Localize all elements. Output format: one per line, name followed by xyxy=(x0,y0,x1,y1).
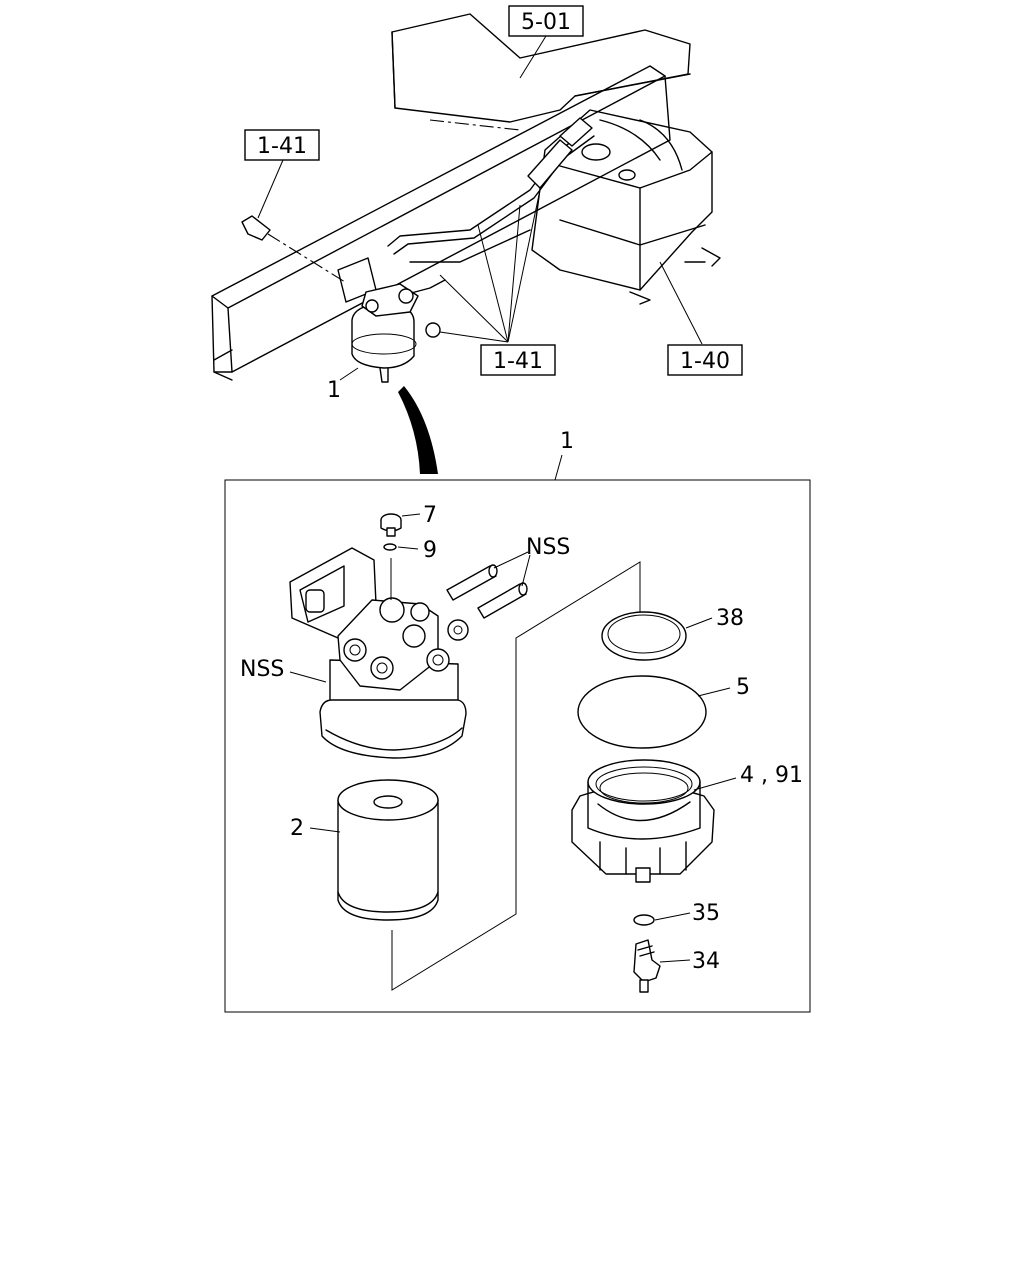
water-sensor xyxy=(633,939,661,993)
filter-head xyxy=(289,547,469,759)
o-ring xyxy=(633,914,655,926)
leader-nipple-a xyxy=(493,551,529,569)
ref-box-frame: 5-01 xyxy=(508,5,584,37)
ref-frame-label: 5-01 xyxy=(521,10,571,35)
leader-washer-9 xyxy=(397,546,419,550)
leaders-pipes xyxy=(439,189,541,343)
zoom-arrow xyxy=(398,386,438,474)
filter-assembly-small xyxy=(337,257,441,383)
callout-element-2: 2 xyxy=(290,816,304,841)
callout-oring-35: 35 xyxy=(692,901,720,926)
frame-crossmember xyxy=(391,13,691,123)
callout-case-4-91: 4 , 91 xyxy=(740,763,803,788)
filter-case xyxy=(571,759,715,883)
hose-nipples xyxy=(446,564,528,619)
bolt-center-line xyxy=(267,233,346,283)
sealing-ring xyxy=(601,611,687,661)
fuel-lines xyxy=(387,117,595,297)
filter-element xyxy=(337,779,439,921)
gasket xyxy=(577,675,707,749)
bolt-washer xyxy=(383,543,397,551)
callout-gasket-5: 5 xyxy=(736,675,750,700)
leader-gasket-5 xyxy=(697,687,731,697)
leader-head-nss xyxy=(289,671,327,683)
ref-box-pipes: 1-41 xyxy=(480,344,556,376)
leader-ring-38 xyxy=(685,617,713,629)
leader-frame xyxy=(519,35,547,79)
ref-pipes-label: 1-41 xyxy=(493,349,543,374)
callout-sensor-34: 34 xyxy=(692,949,720,974)
ref-tank-label: 1-40 xyxy=(680,349,730,374)
leader-case-4-91 xyxy=(693,777,737,791)
leader-sensor-34 xyxy=(659,959,691,963)
callout-head-nss: NSS xyxy=(240,657,284,682)
leader-nipple-b xyxy=(521,554,531,587)
leader-element-2 xyxy=(309,827,341,833)
detail-frame xyxy=(224,479,811,1013)
callout-assembly-box: 1 xyxy=(560,429,574,454)
callout-assembly-top: 1 xyxy=(327,378,341,403)
leader-bolt-7 xyxy=(401,513,421,517)
fuel-tank xyxy=(531,109,721,305)
air-bleed-bolt xyxy=(380,513,402,537)
frame-center-line xyxy=(429,119,521,131)
ref-box-tank: 1-40 xyxy=(667,344,743,376)
frame-side-rail xyxy=(211,65,671,381)
callout-washer-9: 9 xyxy=(423,538,437,563)
leader-assembly-top xyxy=(339,367,359,381)
callout-bolt-7: 7 xyxy=(423,503,437,528)
leader-bolt xyxy=(257,159,284,219)
ref-box-bolt: 1-41 xyxy=(244,129,320,161)
leader-oring-35 xyxy=(654,912,691,921)
callout-ring-38: 38 xyxy=(716,606,744,631)
assembly-path-line xyxy=(391,561,641,991)
bolt-small xyxy=(241,215,271,241)
leader-tank xyxy=(659,261,703,345)
leader-assembly-box xyxy=(554,454,563,481)
callout-nipples-nss: NSS xyxy=(526,535,570,560)
ref-bolt-label: 1-41 xyxy=(257,134,307,159)
